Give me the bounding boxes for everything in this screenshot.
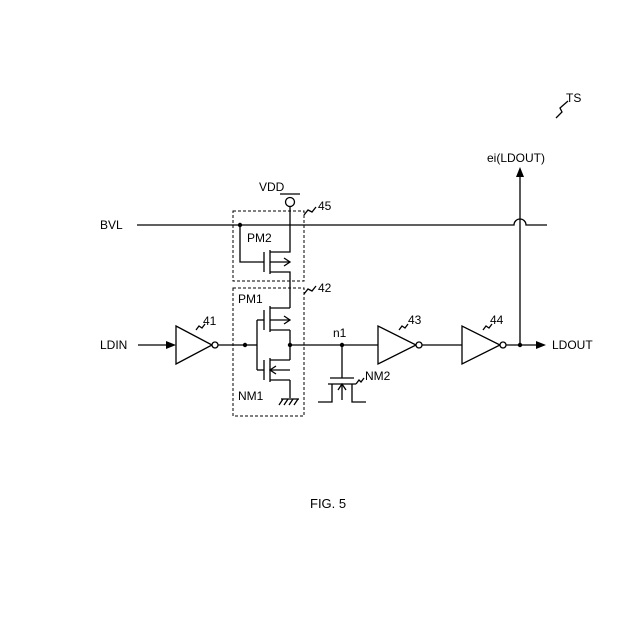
- ref-44-leader: [483, 324, 492, 330]
- inverter-43: [378, 326, 416, 364]
- pm1-label: PM1: [238, 292, 263, 306]
- ldin-arrowhead: [166, 341, 176, 349]
- ldout-arrowhead: [536, 341, 546, 349]
- ref-42-leader: [304, 286, 316, 294]
- ref-43-label: 43: [408, 313, 422, 327]
- nm2-label: NM2: [365, 369, 391, 383]
- nm2-leader: [356, 378, 364, 384]
- inverter-44-bubble: [500, 342, 506, 348]
- vdd-terminal: [286, 198, 295, 207]
- block-45-outline: [233, 211, 304, 281]
- pm2-source: [270, 225, 290, 252]
- inverter-44: [462, 326, 500, 364]
- inverter-43-bubble: [416, 342, 422, 348]
- ldout-node: [518, 343, 522, 347]
- nm2-drain: [352, 384, 366, 402]
- ref-45-label: 45: [318, 199, 332, 213]
- ref-42-label: 42: [318, 281, 332, 295]
- n1-label: n1: [333, 326, 347, 340]
- ground-icon: [279, 399, 298, 405]
- bvl-wire: [137, 219, 547, 225]
- ei-arrowhead: [516, 167, 524, 177]
- ref-ts-label: TS: [566, 91, 581, 105]
- bvl-label: BVL: [100, 218, 123, 232]
- nm2-source: [318, 384, 332, 402]
- ei-ldout-label: ei(LDOUT): [487, 151, 545, 165]
- pm2-label: PM2: [247, 231, 272, 245]
- ref-41-label: 41: [203, 314, 217, 328]
- nm1-label: NM1: [238, 389, 264, 403]
- inverter-41: [176, 326, 212, 364]
- ref-45-leader: [304, 207, 316, 215]
- ldin-label: LDIN: [100, 338, 127, 352]
- figure-title: FIG. 5: [310, 496, 346, 511]
- ref-43-leader: [399, 324, 408, 330]
- ldout-label: LDOUT: [552, 338, 593, 352]
- vdd-label: VDD: [259, 180, 285, 194]
- inverter-41-bubble: [212, 342, 218, 348]
